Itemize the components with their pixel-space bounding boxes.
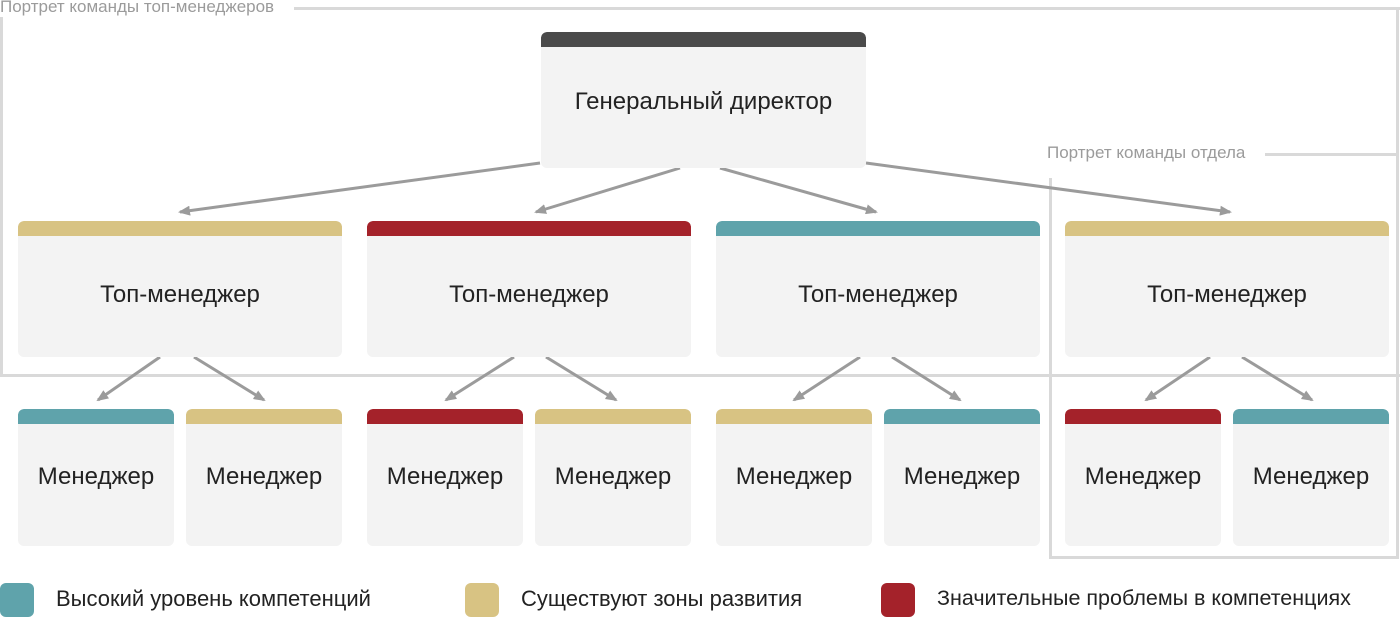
manager-box: Менеджер	[716, 409, 872, 546]
arrow-top2-mgr4	[545, 355, 618, 402]
arrow-top3-mgr5	[792, 355, 861, 402]
manager-box: Менеджер	[1233, 409, 1389, 546]
top-manager-box: Топ-менеджер	[18, 221, 342, 357]
manager-box: Менеджер	[884, 409, 1040, 546]
legend-swatch-problems	[881, 583, 915, 617]
top-team-label: Портрет команды топ-менеджеров	[0, 0, 295, 17]
top-manager-box: Топ-менеджер	[716, 221, 1040, 357]
department-frame-right	[1396, 153, 1399, 559]
top-manager-box: Топ-менеджер	[367, 221, 691, 357]
manager-box: Менеджер	[18, 409, 174, 546]
top-manager-status-bar	[1065, 221, 1389, 236]
top-team-frame-left	[0, 7, 3, 377]
manager-status-bar	[186, 409, 342, 424]
top-team-frame-top	[0, 7, 1400, 10]
ceo-box: Генеральный директор	[541, 32, 866, 168]
arrow-ceo-top2	[534, 166, 681, 214]
legend-label-developing: Существуют зоны развития	[521, 586, 803, 611]
legend-swatch-developing	[465, 583, 499, 617]
manager-label: Менеджер	[903, 463, 1021, 490]
top-manager-status-bar	[18, 221, 342, 236]
top-manager-status-bar	[716, 221, 1040, 236]
department-frame-bottom	[1049, 556, 1399, 559]
manager-box: Менеджер	[535, 409, 691, 546]
legend-label-high: Высокий уровень компетенций	[56, 586, 371, 611]
ceo-status-bar	[541, 32, 866, 47]
legend-label-problems: Значительные проблемы в компетенциях	[937, 586, 1351, 610]
department-frame-left	[1049, 178, 1052, 559]
arrow-top4-mgr8	[1241, 355, 1314, 402]
manager-box: Менеджер	[1065, 409, 1221, 546]
manager-label: Менеджер	[37, 463, 155, 490]
manager-status-bar	[18, 409, 174, 424]
top-manager-label: Топ-менеджер	[449, 281, 609, 308]
arrow-top1-mgr2	[193, 355, 266, 402]
manager-status-bar	[884, 409, 1040, 424]
top-manager-status-bar	[367, 221, 691, 236]
arrow-top4-mgr7	[1144, 355, 1211, 402]
top-manager-label: Топ-менеджер	[100, 281, 260, 308]
manager-box: Менеджер	[186, 409, 342, 546]
manager-label: Менеджер	[735, 463, 853, 490]
legend-swatch-high	[0, 583, 34, 617]
manager-label: Менеджер	[205, 463, 323, 490]
manager-box: Менеджер	[367, 409, 523, 546]
arrow-top3-mgr6	[891, 355, 962, 402]
manager-status-bar	[1065, 409, 1221, 424]
manager-status-bar	[1233, 409, 1389, 424]
manager-status-bar	[535, 409, 691, 424]
arrow-ceo-top3	[719, 166, 878, 215]
top-manager-box: Топ-менеджер	[1065, 221, 1389, 357]
arrow-top1-mgr1	[96, 355, 161, 402]
top-manager-label: Топ-менеджер	[798, 281, 958, 308]
ceo-label: Генеральный директор	[574, 88, 833, 115]
manager-status-bar	[367, 409, 523, 424]
manager-status-bar	[716, 409, 872, 424]
top-team-frame-bottom	[0, 374, 1400, 377]
arrow-ceo-top1	[178, 161, 541, 216]
manager-label: Менеджер	[1084, 463, 1202, 490]
manager-label: Менеджер	[386, 463, 504, 490]
top-manager-label: Топ-менеджер	[1147, 281, 1307, 308]
manager-label: Менеджер	[1252, 463, 1370, 490]
department-label: Портрет команды отдела	[1036, 143, 1266, 163]
arrow-top2-mgr3	[444, 355, 515, 402]
manager-label: Менеджер	[554, 463, 672, 490]
arrow-ceo-top4	[865, 161, 1232, 216]
